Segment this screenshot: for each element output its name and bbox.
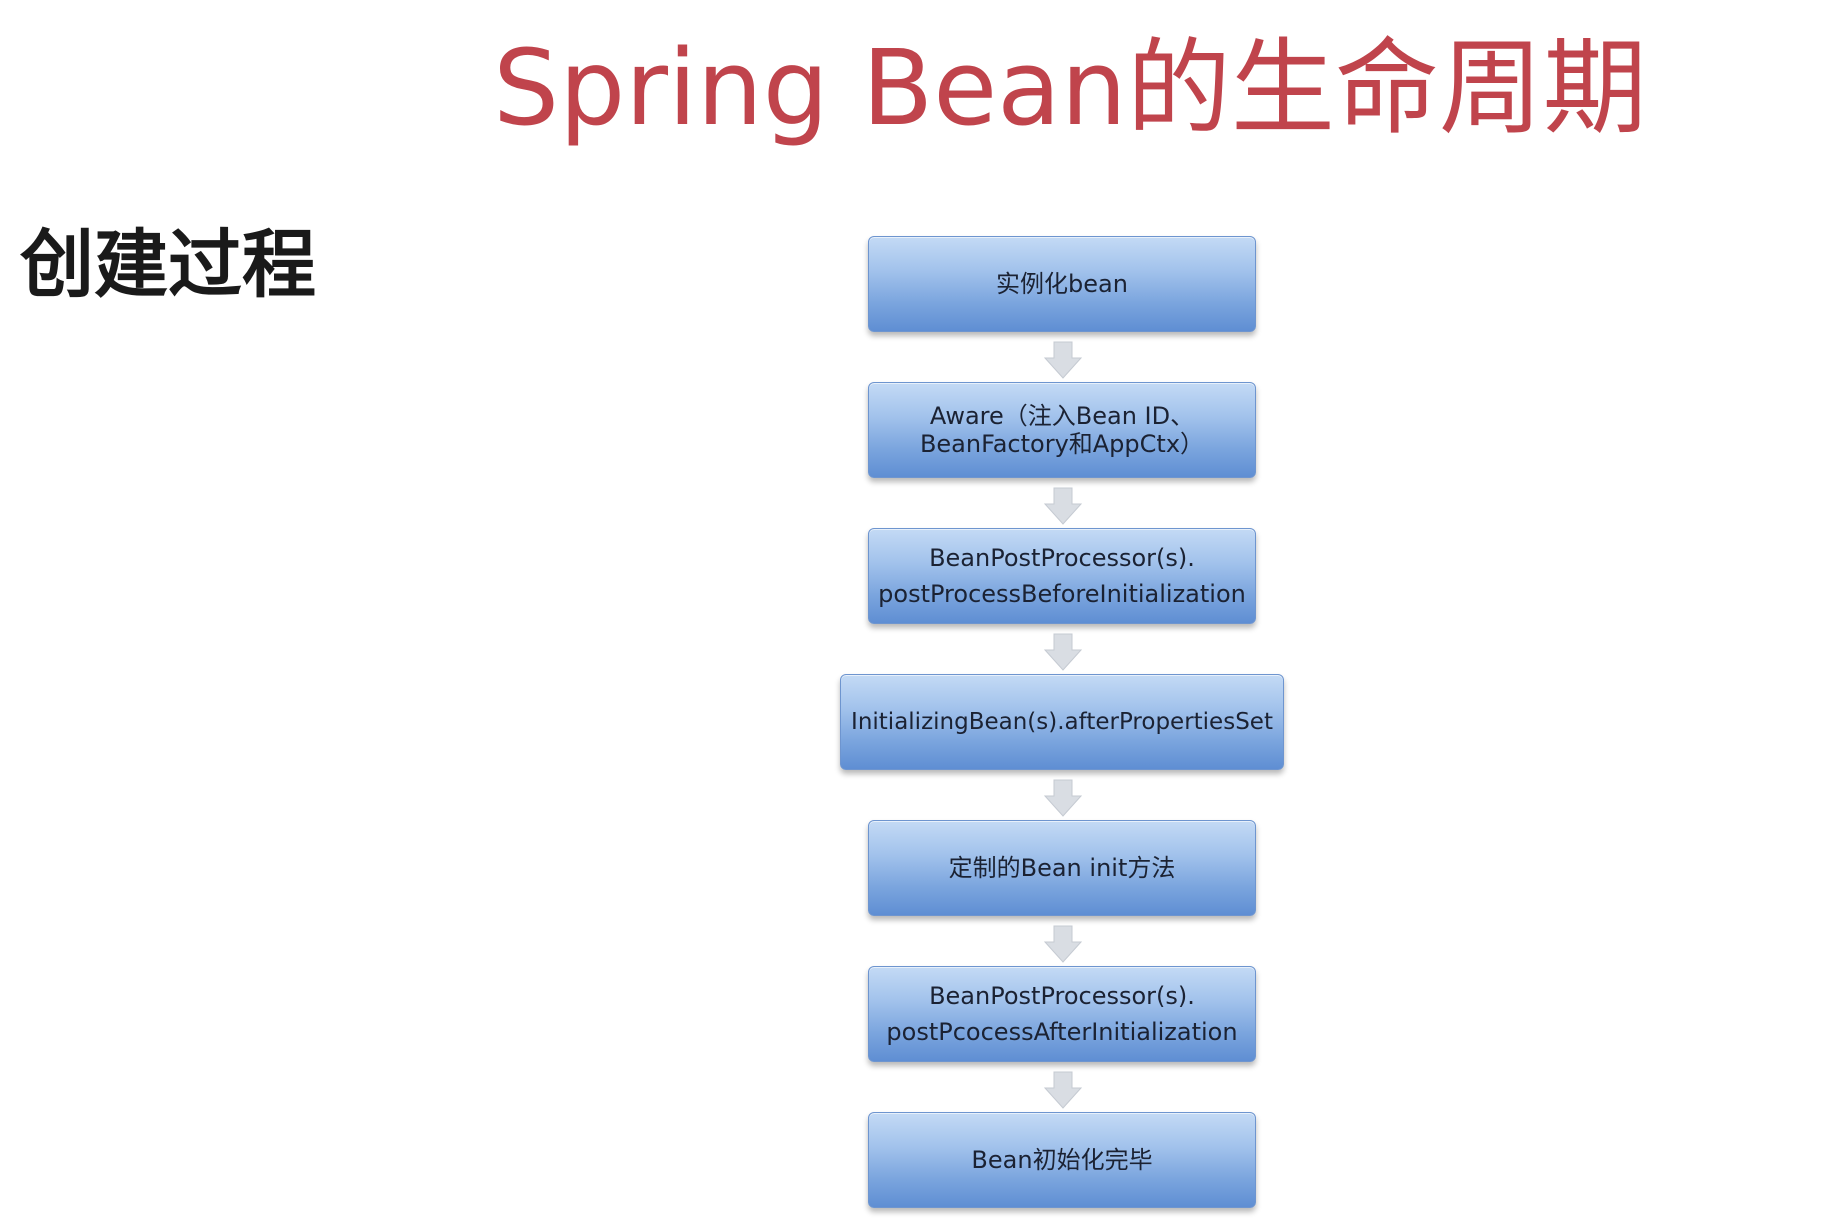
down-arrow-icon: [1043, 487, 1083, 525]
flow-step-line: BeanPostProcessor(s).: [929, 982, 1195, 1010]
flow-step-line: Aware（注入Bean ID、: [929, 402, 1195, 430]
down-arrow-icon: [1043, 779, 1083, 817]
flow-step-aware: Aware（注入Bean ID、 BeanFactory和AppCtx）: [868, 382, 1256, 478]
flow-step-line: 实例化bean: [996, 270, 1128, 298]
flow-step-line: postProcessBeforeInitialization: [878, 580, 1246, 608]
flow-step-after-properties-set: InitializingBean(s).afterPropertiesSet: [840, 674, 1284, 770]
flow-step-before-init: BeanPostProcessor(s). postProcessBeforeI…: [868, 528, 1256, 624]
flow-step-line: 定制的Bean init方法: [948, 854, 1176, 882]
flow-step-line: BeanPostProcessor(s).: [929, 544, 1195, 572]
down-arrow-icon: [1043, 1071, 1083, 1109]
page-title: Spring Bean的生命周期: [493, 27, 1647, 149]
flow-step-custom-init: 定制的Bean init方法: [868, 820, 1256, 916]
flow-step-line: BeanFactory和AppCtx）: [919, 430, 1205, 458]
flow-step-instantiate: 实例化bean: [868, 236, 1256, 332]
flow-step-complete: Bean初始化完毕: [868, 1112, 1256, 1208]
flow-step-after-init: BeanPostProcessor(s). postPcocessAfterIn…: [868, 966, 1256, 1062]
flow-step-line: postPcocessAfterInitialization: [886, 1018, 1238, 1046]
down-arrow-icon: [1043, 925, 1083, 963]
flow-step-line: InitializingBean(s).afterPropertiesSet: [851, 709, 1273, 735]
down-arrow-icon: [1043, 341, 1083, 379]
flow-step-line: Bean初始化完毕: [971, 1146, 1153, 1174]
section-label: 创建过程: [20, 222, 316, 308]
down-arrow-icon: [1043, 633, 1083, 671]
